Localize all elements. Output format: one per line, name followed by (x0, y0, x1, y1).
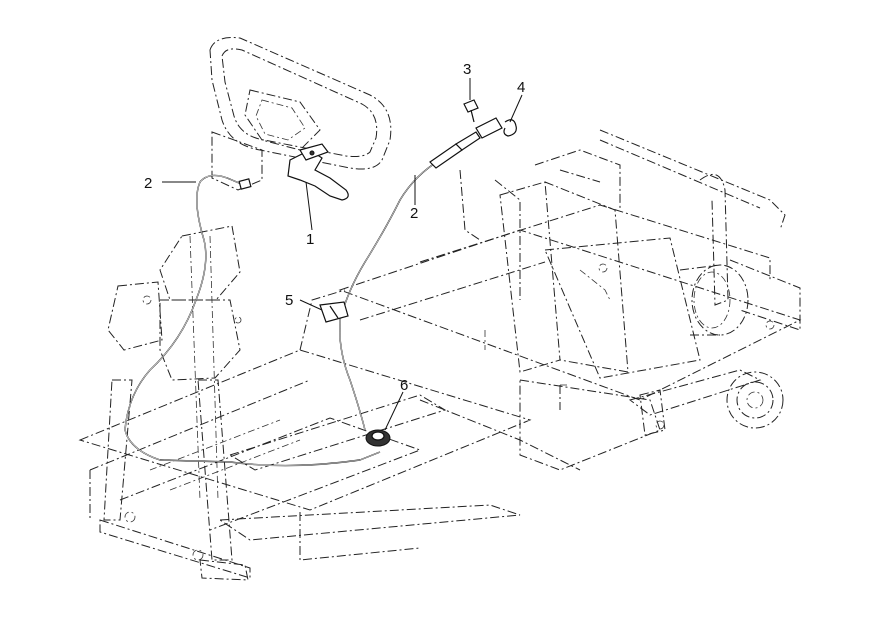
bolt (463, 99, 479, 113)
callout-2-left: 2 (144, 175, 152, 192)
steering-assembly (99, 37, 392, 581)
callout-4: 4 (517, 79, 525, 96)
cable-clip (503, 119, 517, 137)
rear-frame (338, 129, 802, 471)
callouts: 1 2 2 3 4 5 6 (144, 61, 525, 394)
callout-3: 3 (463, 61, 471, 78)
callout-6: 6 (400, 377, 408, 394)
throttle-cable-right (339, 146, 456, 431)
throttle-cable-left (124, 174, 381, 467)
callout-2-right: 2 (410, 205, 418, 222)
throttle-lever (287, 149, 349, 201)
callout-5: 5 (285, 292, 293, 309)
throttle-parts (124, 99, 517, 467)
front-frame (78, 289, 532, 561)
leader-lines (162, 78, 523, 431)
callout-1: 1 (306, 231, 314, 248)
